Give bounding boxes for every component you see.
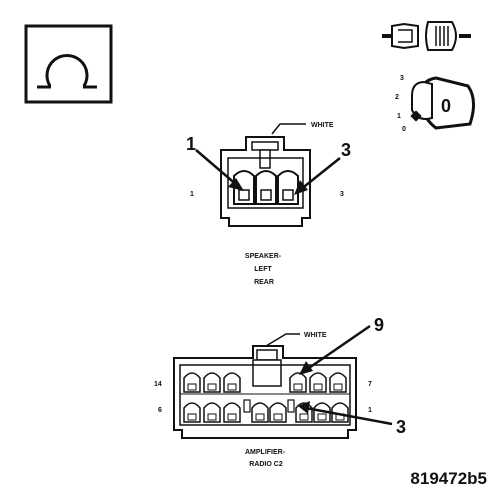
- speaker-cavity-1: [233, 170, 255, 205]
- speaker-connector-title: SPEAKER- LEFT REAR: [245, 253, 283, 286]
- amplifier-callout-arrow-3: [298, 401, 393, 426]
- ignition-position-2: 2: [395, 94, 399, 101]
- amplifier-cavity-row-top-right: [289, 372, 347, 393]
- amplifier-side-pin-14: 14: [154, 381, 162, 388]
- speaker-connector: WHITE 1 3 1 3: [186, 122, 351, 286]
- amplifier-connector: WHITE: [154, 315, 406, 468]
- figure-reference-id: 819472b5: [410, 469, 487, 488]
- amplifier-side-pin-1: 1: [368, 407, 372, 414]
- amplifier-wire-color-label: WHITE: [304, 332, 327, 339]
- ignition-switch-icon: [382, 21, 471, 51]
- speaker-callout-1: 1: [186, 134, 196, 154]
- amplifier-cavity-row-bottom: [183, 399, 349, 423]
- ignition-position-1: 1: [397, 113, 401, 120]
- speaker-cavity-3: [277, 170, 299, 205]
- amplifier-cavity-row-top-left: [183, 372, 241, 393]
- speaker-callout-arrow-3: [294, 157, 341, 195]
- key-position-label: 0: [441, 96, 451, 116]
- amplifier-connector-title: AMPLIFIER- RADIO C2: [245, 449, 287, 468]
- ohm-meter-icon: [24, 24, 113, 104]
- speaker-callout-arrow-1: [195, 149, 244, 191]
- speaker-wire-color-label: WHITE: [311, 122, 334, 129]
- ignition-position-3: 3: [400, 75, 404, 82]
- amplifier-callout-9: 9: [374, 315, 384, 335]
- amplifier-callout-3: 3: [396, 417, 406, 437]
- ignition-key-icon: 0 3 2 1 0: [395, 75, 475, 133]
- speaker-side-pin-1: 1: [190, 191, 194, 198]
- speaker-cavity-2: [255, 170, 277, 205]
- amplifier-callout-arrow-9: [299, 324, 371, 375]
- amplifier-side-pin-6: 6: [158, 407, 162, 414]
- amplifier-side-pin-7: 7: [368, 381, 372, 388]
- ignition-position-0: 0: [402, 126, 406, 133]
- speaker-callout-3: 3: [341, 140, 351, 160]
- speaker-side-pin-3: 3: [340, 191, 344, 198]
